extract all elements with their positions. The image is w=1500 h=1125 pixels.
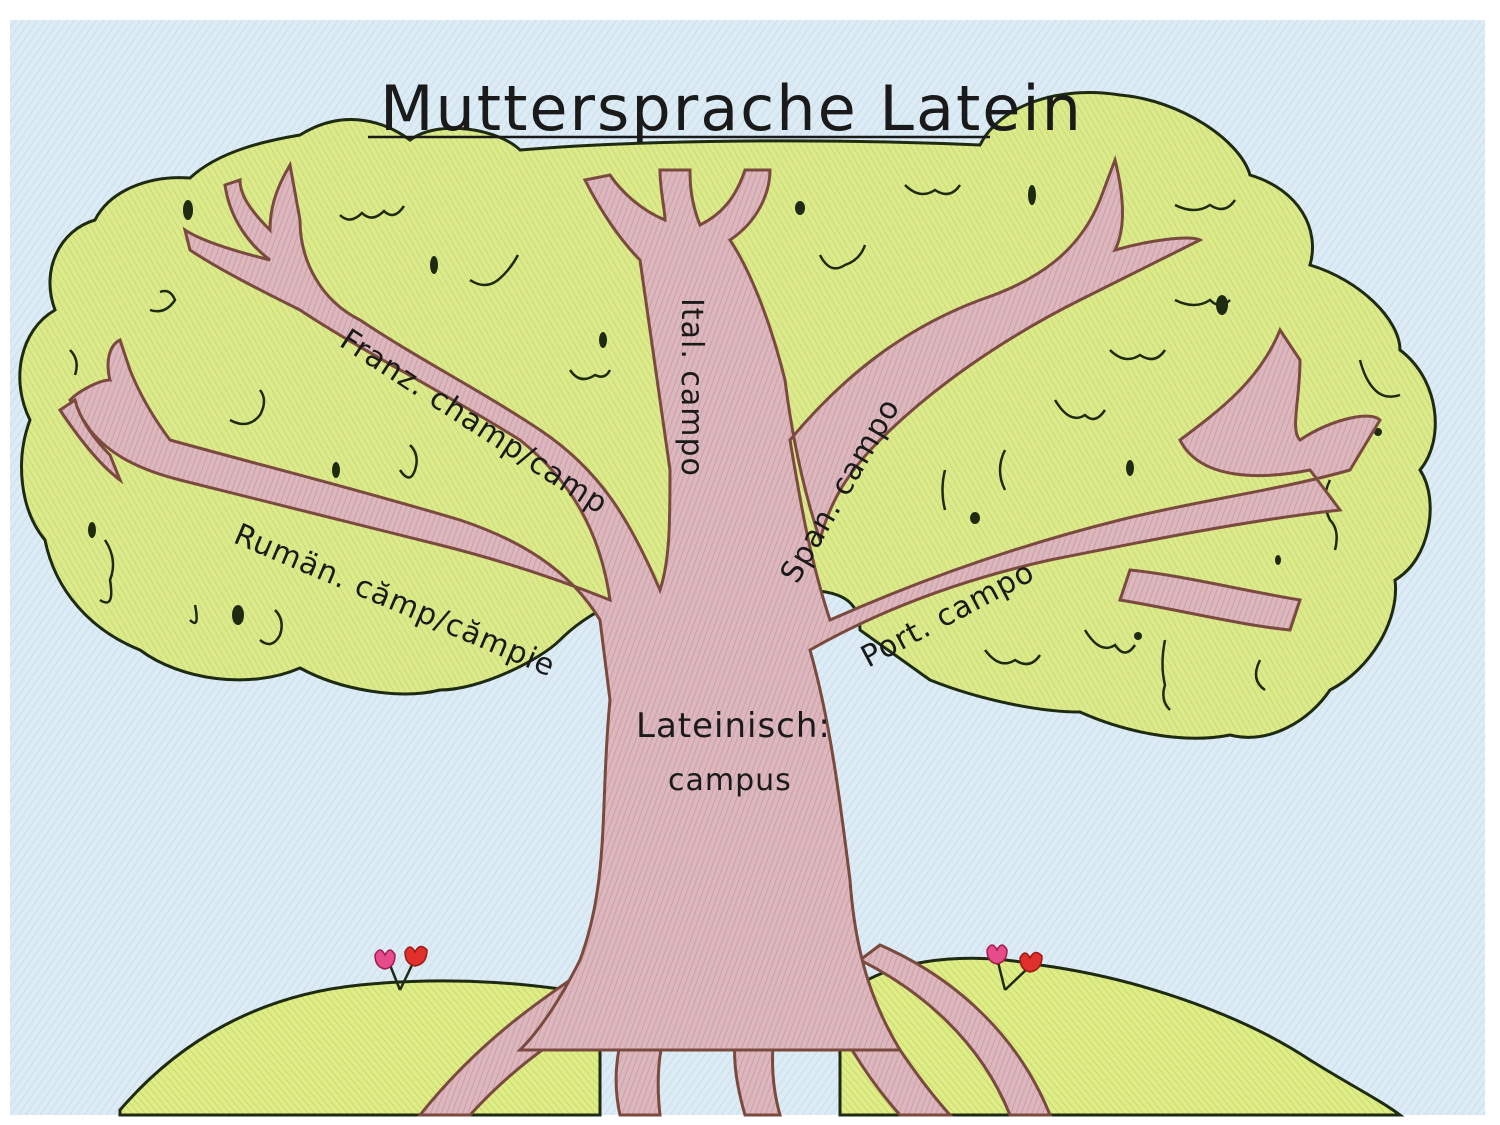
flowers-right bbox=[986, 944, 1043, 991]
branch-tips bbox=[57, 397, 1302, 632]
tree-trunk bbox=[68, 154, 1382, 1052]
trunk-label-line1: Lateinisch: bbox=[636, 706, 831, 746]
trunk-label-line2: campus bbox=[668, 763, 792, 798]
hill-right bbox=[838, 956, 1405, 1117]
flowers-left bbox=[374, 945, 428, 991]
label-italian: Ital. campo bbox=[674, 298, 709, 477]
leaf-dots bbox=[88, 185, 1382, 640]
diagram-title: Muttersprache Latein bbox=[380, 72, 1083, 145]
